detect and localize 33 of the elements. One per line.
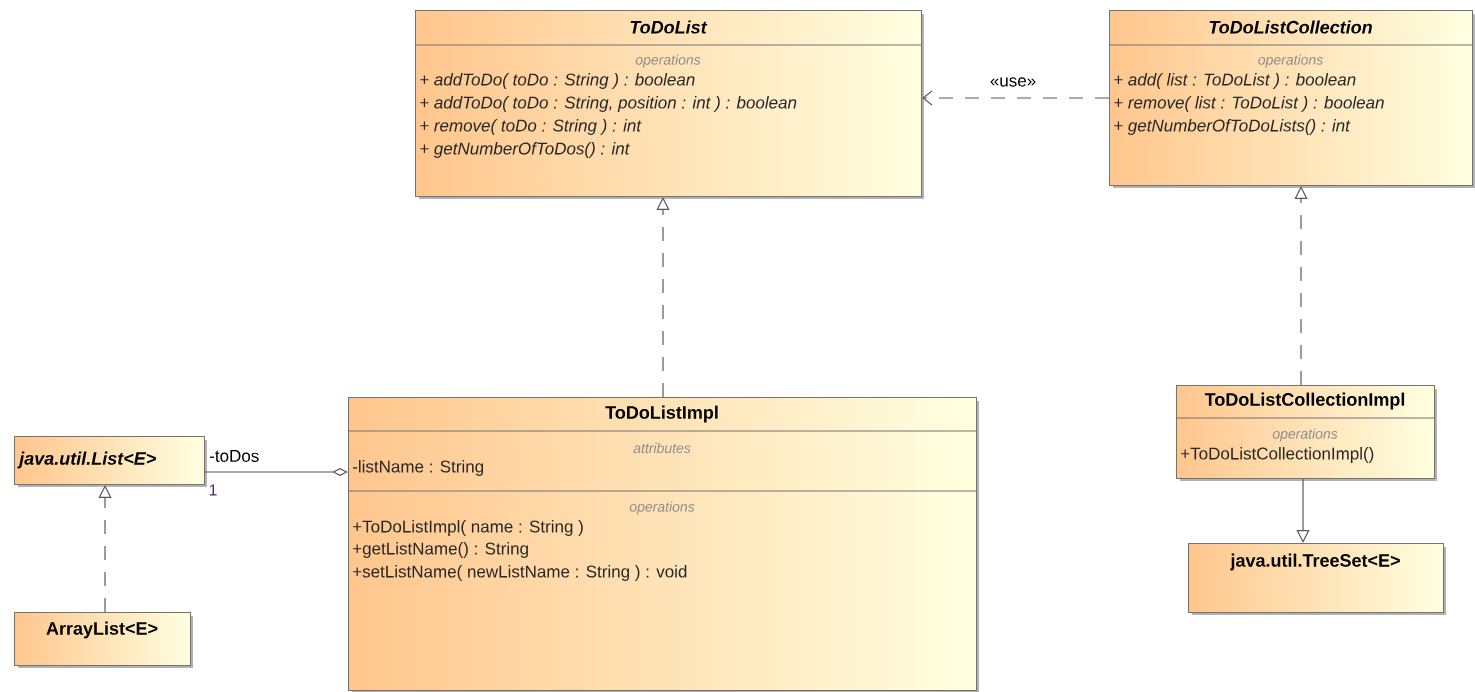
edge-label: -toDos bbox=[209, 450, 259, 462]
member-text: +ToDoListImpl( name : String ) bbox=[353, 520, 583, 536]
connector bbox=[656, 197, 670, 398]
member-text: +setListName( newListName : String ) : void bbox=[353, 565, 687, 581]
class-name: ArrayList<E> bbox=[46, 621, 158, 639]
edge-label: «use» bbox=[990, 77, 1036, 87]
section-label: operations bbox=[1272, 428, 1338, 442]
member-text: + getNumberOfToDoLists() : int bbox=[1114, 119, 1351, 135]
multiplicity: 1 bbox=[209, 484, 217, 496]
class-name: ToDoListImpl bbox=[605, 405, 718, 423]
member-text: + add( list : ToDoList ) : boolean bbox=[1114, 73, 1356, 89]
section-label: operations bbox=[629, 501, 695, 515]
class-name: ToDoListCollectionImpl bbox=[1204, 392, 1405, 410]
connector bbox=[922, 90, 1110, 106]
section-label: attributes bbox=[633, 442, 691, 454]
connector bbox=[1296, 478, 1310, 543]
class-name: ToDoList bbox=[630, 20, 708, 34]
connector bbox=[204, 468, 348, 476]
class-name: java.util.TreeSet<E> bbox=[1230, 553, 1400, 571]
connector bbox=[98, 485, 112, 613]
member-text: +ToDoListCollectionImpl() bbox=[1181, 447, 1374, 463]
member-text: + addToDo( toDo : String ) : boolean bbox=[420, 73, 695, 89]
member-text: -listName : String bbox=[352, 460, 484, 476]
class-name: ToDoListCollection bbox=[1209, 20, 1372, 34]
section-label: operations bbox=[635, 54, 701, 68]
member-text: + remove( toDo : String ) : int bbox=[420, 119, 642, 135]
member-text: +getListName() : String bbox=[353, 542, 528, 558]
class-name: java.util.List<E> bbox=[17, 451, 156, 469]
section-label: operations bbox=[1258, 54, 1323, 68]
member-text: + getNumberOfToDos() : int bbox=[420, 142, 630, 158]
member-text: + addToDo( toDo : String, position : int ) : boolean bbox=[420, 96, 797, 112]
member-text: + remove( list : ToDoList ) : boolean bbox=[1114, 96, 1384, 112]
connector bbox=[1294, 186, 1308, 386]
